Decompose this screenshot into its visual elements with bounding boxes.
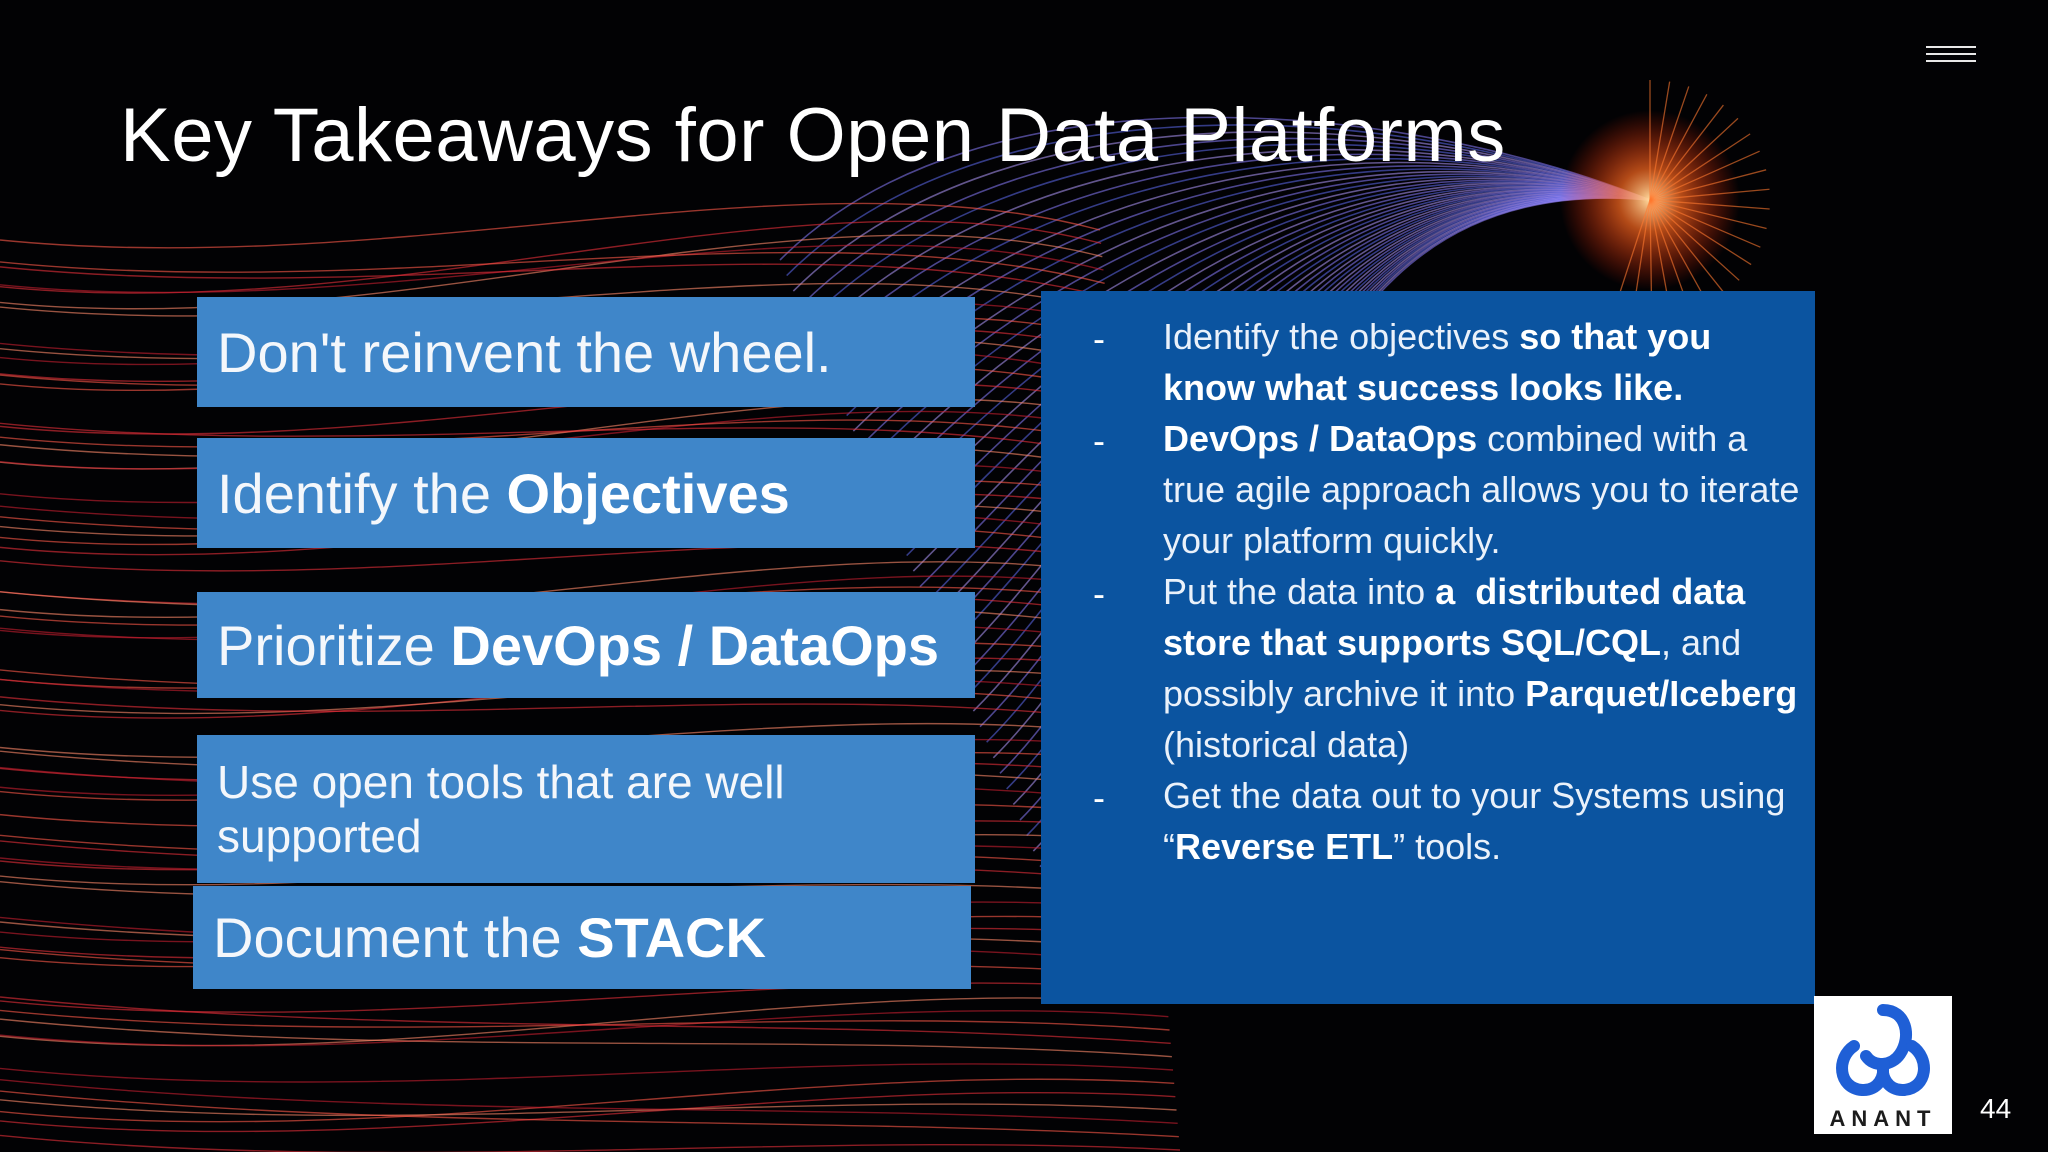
bullet-dash: - <box>1093 573 1105 614</box>
anant-knot-icon <box>1836 1004 1930 1096</box>
bullet-item-devops: DevOps / DataOps combined with a true ag… <box>1163 413 1803 566</box>
bullet-bold-run: Reverse ETL <box>1175 826 1394 867</box>
pill-bold-text: Objectives <box>506 461 790 525</box>
logo-text: ANANT <box>1829 1106 1937 1131</box>
page-number: 44 <box>1980 1093 2012 1124</box>
bullet-item-data-store: Put the data into a distributed data sto… <box>1163 566 1803 770</box>
hamburger-menu-icon[interactable] <box>1926 46 1976 66</box>
takeaway-pill-3: Prioritize DevOps / DataOps <box>197 592 975 698</box>
bullet-text-run: Put the data into <box>1163 571 1436 612</box>
takeaway-pill-2: Identify the Objectives <box>197 438 975 548</box>
bullet-dash: - <box>1093 420 1105 461</box>
bullet-dash: - <box>1093 777 1105 818</box>
bullet-text-run: combined with a true agile approach allo… <box>1163 418 1810 561</box>
bullet-item-objectives: Identify the objectives so that you know… <box>1163 311 1803 413</box>
bullet-dash: - <box>1093 318 1105 359</box>
pill-text: Use open tools that are well supported <box>217 756 785 862</box>
bullet-bold-run: so that you know what success looks like… <box>1163 316 1722 408</box>
bullet-text-run: Identify the objectives <box>1163 316 1520 357</box>
pill-text: Identify the <box>217 461 507 525</box>
pill-text: Document the <box>213 906 578 969</box>
bullet-text-run: Get the data out to your Systems using “ <box>1163 775 1796 867</box>
pill-text: Prioritize <box>217 613 451 677</box>
slide-title: Key Takeaways for Open Data Platforms <box>120 93 1506 178</box>
details-panel: - Identify the objectives so that you kn… <box>1041 291 1815 1004</box>
bullet-item-reverse-etl: Get the data out to your Systems using “… <box>1163 770 1803 872</box>
bullet-text-run: (historical data) <box>1163 673 1808 765</box>
takeaway-pill-1: Don't reinvent the wheel. <box>197 297 975 407</box>
bullet-bold-run: Parquet/Iceberg <box>1525 673 1798 714</box>
bullet-bold-run: DevOps / DataOps <box>1163 418 1478 459</box>
pill-text: Don't reinvent the wheel. <box>217 320 832 384</box>
bullet-bold-run: a distributed data store that supports S… <box>1163 571 1756 663</box>
pill-bold-text: DevOps / DataOps <box>450 613 939 677</box>
bullet-text-run: ” tools. <box>1393 826 1502 867</box>
takeaway-pill-5: Document the STACK <box>193 886 971 989</box>
bullet-text-run: , and possibly archive it into <box>1163 622 1752 714</box>
pill-bold-text: STACK <box>577 906 766 969</box>
takeaway-pill-4: Use open tools that are well supported <box>197 735 975 883</box>
anant-logo: ANANT <box>1814 996 1952 1134</box>
